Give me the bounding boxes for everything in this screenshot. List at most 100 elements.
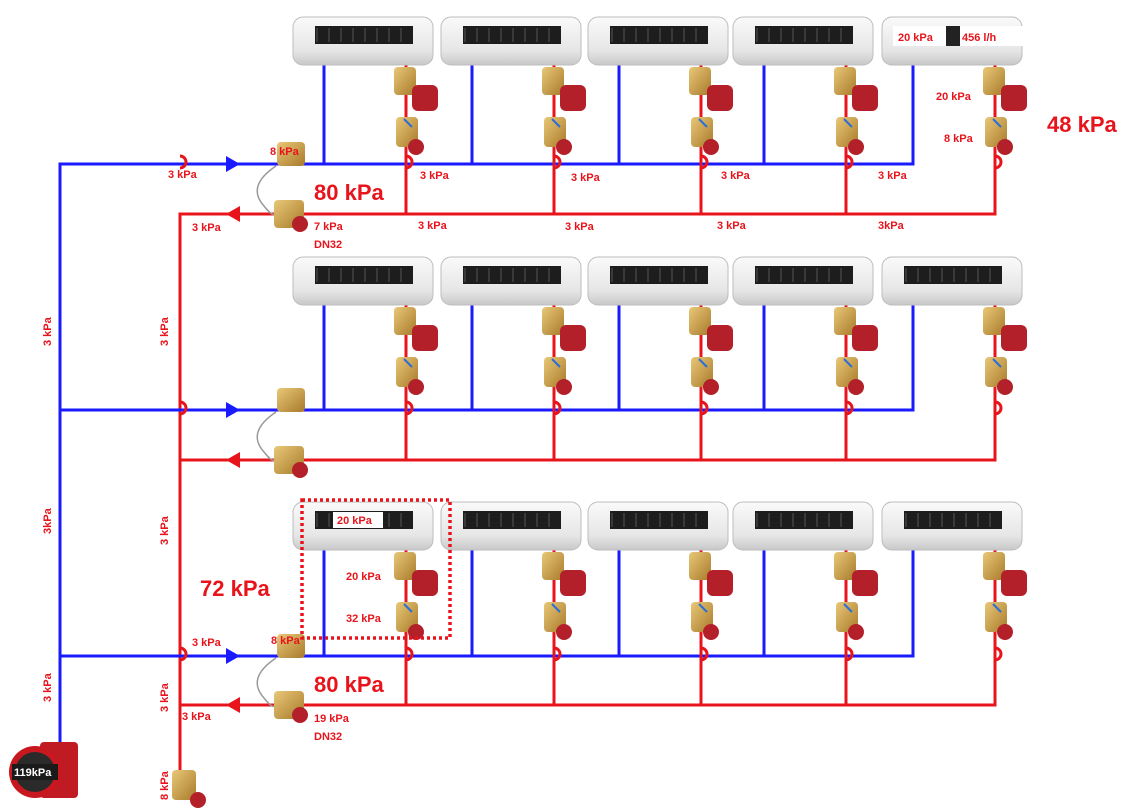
pipe-crossover [845, 646, 854, 662]
bottom-dpcv-setpoint-label: 80 kPa [314, 672, 384, 697]
test-point [698, 603, 708, 613]
flow-arrow-icon [226, 648, 240, 664]
test-point [992, 358, 1002, 368]
fan-coil-unit-icon [587, 256, 729, 306]
control-valve-body [983, 552, 1005, 580]
dp-controller-icon [256, 142, 308, 232]
dpcv-handwheel [292, 707, 308, 723]
bottom-dpcv-size-label: DN32 [314, 731, 342, 743]
valve-actuator-icon [834, 552, 878, 640]
flow-arrow-icon [226, 206, 240, 222]
top-supply-header-label: 3 kPa [168, 169, 198, 181]
control-valve-body [542, 552, 564, 580]
valve-actuator-icon [689, 307, 733, 395]
control-valve-body [542, 67, 564, 95]
balancing-valve-body [836, 117, 858, 147]
control-valve-body [689, 307, 711, 335]
balancing-valve-body [985, 117, 1007, 147]
fan-coil-unit-icon [440, 256, 582, 306]
top-supply-seg-label: 3 kPa [571, 172, 601, 184]
fan-coil-grille [755, 511, 853, 529]
highlight-bal-valve-label: 32 kPa [346, 613, 382, 625]
control-valve-body [394, 552, 416, 580]
fan-coil-unit-icon [440, 501, 582, 551]
top-return-seg-label: 3 kPa [717, 220, 747, 232]
pipe-crossover [553, 646, 562, 662]
valve-actuator-icon [394, 307, 438, 395]
actuator-head [707, 85, 733, 111]
balancing-valve-body [544, 602, 566, 632]
actuator-head [852, 570, 878, 596]
actuator-head [852, 85, 878, 111]
dpcv-supply-body [277, 142, 305, 166]
riser-supply-lower-label: 3 kPa [42, 672, 54, 702]
riser-valve-handwheel [190, 792, 206, 808]
pipe-crossover [700, 154, 709, 170]
fan-coil-grille [315, 26, 413, 44]
balancing-valve-handwheel [703, 379, 719, 395]
test-point [551, 603, 561, 613]
fan-coil-unit-icon [732, 16, 874, 66]
valve-actuator-icon [394, 552, 438, 640]
riser-return-valve-label: 8 kPa [159, 770, 171, 800]
highlight-fc-dp-label: 20 kPa [337, 515, 373, 527]
bottom-branch-total-label: 72 kPa [200, 576, 270, 601]
balancing-valve-body [836, 602, 858, 632]
fan-coil-grille [463, 266, 561, 284]
valve-actuator-icon [394, 67, 438, 155]
top-branch-total-label: 48 kPa [1047, 112, 1117, 137]
fan-coil-grille [755, 26, 853, 44]
balancing-valve-handwheel [556, 624, 572, 640]
balancing-valve-handwheel [408, 139, 424, 155]
balancing-valve-body [691, 357, 713, 387]
balancing-valve-handwheel [848, 379, 864, 395]
valve-actuator-icon [834, 307, 878, 395]
test-point [843, 358, 853, 368]
control-valve-body [834, 552, 856, 580]
control-valve-body [689, 552, 711, 580]
fan-coil-unit-icon [440, 16, 582, 66]
bottom-supply-header-label: 3 kPa [192, 637, 222, 649]
flow-arrow-icon [226, 156, 240, 172]
balancing-valve-handwheel [997, 624, 1013, 640]
balancing-valve-handwheel [556, 379, 572, 395]
flow-arrow-icon [226, 452, 240, 468]
balancing-valve-body [396, 117, 418, 147]
balancing-valve-body [985, 357, 1007, 387]
dpcv-supply-body [277, 388, 305, 412]
fan-coil-grille [904, 266, 1002, 284]
valve-actuator-icon [834, 67, 878, 155]
flow-arrow-icon [226, 697, 240, 713]
pipe-crossover [405, 646, 414, 662]
test-point [551, 358, 561, 368]
test-point [698, 118, 708, 128]
riser-valve-body [172, 770, 196, 800]
actuator-head [412, 570, 438, 596]
dpcv-supply-body [277, 634, 305, 658]
fan-coil-units [292, 16, 1023, 551]
fan-coil-grille [463, 26, 561, 44]
balancing-valve-handwheel [703, 139, 719, 155]
test-point [992, 118, 1002, 128]
top-dpcv-supply-label: 8 kPa [270, 146, 300, 158]
riser-return-lower-label: 3 kPa [159, 682, 171, 712]
fan-coil-unit-icon [292, 16, 434, 66]
test-point [992, 603, 1002, 613]
balancing-valve-body [544, 117, 566, 147]
balancing-valve-handwheel [408, 624, 424, 640]
pipe-crossover [845, 154, 854, 170]
pipe-crossover [405, 400, 414, 416]
riser-supply-middle-label: 3kPa [42, 507, 54, 534]
valve-assemblies [394, 67, 1027, 640]
balancing-valve-handwheel [997, 379, 1013, 395]
riser-return-middle-label: 3 kPa [159, 515, 171, 545]
test-point [843, 603, 853, 613]
fan-coil-grille [610, 266, 708, 284]
actuator-head [1001, 85, 1027, 111]
top-return-seg-label: 3 kPa [418, 220, 448, 232]
pressure-labels: 20 kPa 456 l/h 20 kPa 8 kPa 48 kPa 8 kPa… [42, 26, 1117, 800]
valve-actuator-icon [689, 552, 733, 640]
pump-head-label: 119kPa [14, 767, 52, 779]
dp-controller-icon [256, 388, 308, 478]
